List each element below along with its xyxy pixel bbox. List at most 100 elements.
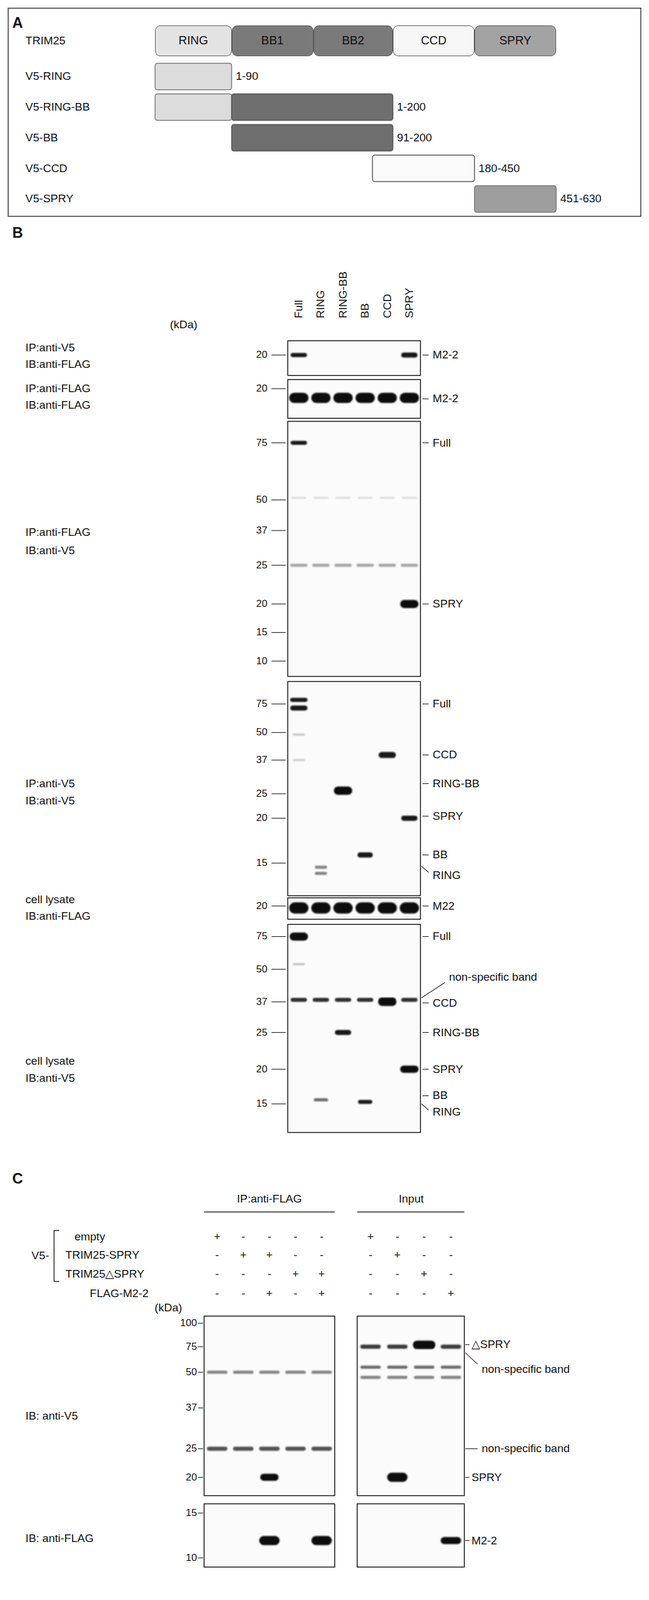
marker-tick [271, 793, 286, 794]
marker-tick [271, 863, 286, 864]
blot-band [333, 786, 353, 796]
sign-cell: - [293, 1287, 297, 1301]
blot-band [289, 902, 309, 915]
antibody-label: IB:anti-FLAG [25, 398, 91, 412]
marker-tick [271, 1032, 286, 1033]
marker-label: 20 [256, 900, 268, 913]
marker-label: 37 [256, 996, 268, 1009]
blot-frame [287, 924, 421, 1133]
blot-band [386, 1473, 408, 1483]
marker-label: 37 [256, 524, 268, 537]
leader-line [421, 982, 445, 999]
marker-label: 15 [256, 627, 268, 639]
blot-frame [287, 421, 421, 677]
band-label: RING-BB [432, 1026, 480, 1040]
protein-name: TRIM25 [25, 34, 66, 48]
sign-cell: - [215, 1267, 219, 1281]
range-label: 1-200 [396, 100, 426, 114]
band-label: Full [432, 436, 451, 450]
antibody-label: cell lysate [25, 893, 75, 907]
band-dash [422, 354, 429, 356]
sign-cell: + [318, 1287, 325, 1301]
marker-tick [271, 936, 286, 938]
group-underline [204, 1211, 335, 1213]
domain-box: SPRY [474, 25, 557, 57]
blot-frame [204, 1503, 335, 1568]
lane-label: SPRY [402, 288, 416, 319]
sign-cell: + [367, 1230, 374, 1244]
marker-label: 75 [256, 698, 268, 710]
band-label: RING [432, 1105, 461, 1119]
construct-label: V5-RING [25, 69, 71, 83]
blot-band [334, 1029, 352, 1036]
construct-bar [155, 63, 232, 90]
group-label: Input [398, 1192, 424, 1206]
marker-label: 25 [185, 1442, 198, 1455]
leader-line [421, 1103, 429, 1110]
sign-cell: - [395, 1267, 399, 1281]
blot-frame [204, 1316, 335, 1497]
domain-box: BB2 [313, 25, 394, 57]
marker-tick [271, 499, 286, 501]
blot-band [313, 496, 329, 499]
blot-band [360, 1376, 381, 1380]
sign-cell: - [422, 1230, 426, 1244]
band-label: non-specific band [481, 1363, 570, 1377]
blot-band [333, 902, 353, 915]
band-dash [422, 604, 429, 605]
domain-box: BB1 [231, 25, 314, 57]
band-dash [422, 704, 429, 705]
sign-cell: - [215, 1248, 219, 1262]
marker-tick [271, 704, 286, 705]
band-label: SPRY [432, 809, 463, 823]
band-dash [465, 1540, 470, 1542]
antibody-label: IB:anti-V5 [25, 544, 75, 558]
construct-bar [231, 124, 394, 151]
blot-band [292, 963, 306, 965]
marker-label: 50 [185, 1366, 198, 1379]
blot-band [378, 563, 396, 567]
sign-cell: + [266, 1287, 273, 1301]
blot-band [399, 1066, 419, 1074]
domain-name: CCD [420, 33, 447, 48]
condition-label: TRIM25△SPRY [65, 1267, 145, 1281]
blot-band [378, 751, 396, 758]
marker-label: 75 [185, 1341, 198, 1354]
blot-frame [287, 898, 421, 920]
marker-tick [198, 1346, 204, 1348]
band-label: Full [432, 930, 451, 944]
sign-cell: - [319, 1230, 324, 1244]
blot-band [290, 998, 308, 1003]
marker-label: 25 [256, 1027, 268, 1039]
blot-band [333, 392, 353, 403]
sign-cell: - [319, 1248, 324, 1262]
blot-band [290, 440, 308, 445]
blot-band [289, 563, 308, 567]
blot-band [360, 1366, 381, 1369]
sign-cell: + [292, 1267, 299, 1281]
marker-label: 10 [185, 1552, 198, 1565]
marker-label: 20 [256, 812, 268, 825]
blot-band [440, 1344, 461, 1349]
marker-label: 37 [185, 1402, 198, 1415]
sign-cell: - [368, 1287, 373, 1301]
marker-tick [271, 732, 286, 734]
sign-cell: - [241, 1287, 245, 1301]
blot-band [356, 563, 374, 567]
blot-frame [287, 681, 421, 896]
blot-frame [357, 1503, 465, 1568]
blot-band [355, 392, 376, 403]
blot-band [399, 392, 420, 403]
marker-tick [198, 1448, 204, 1450]
blot-band [312, 563, 330, 567]
blot-band [285, 1447, 306, 1452]
construct-label: V5-CCD [25, 162, 68, 176]
condition-label: empty [74, 1230, 106, 1244]
blot-band [289, 392, 309, 403]
sign-cell: - [422, 1248, 426, 1262]
leader-line [465, 1353, 479, 1365]
marker-tick [271, 759, 286, 761]
